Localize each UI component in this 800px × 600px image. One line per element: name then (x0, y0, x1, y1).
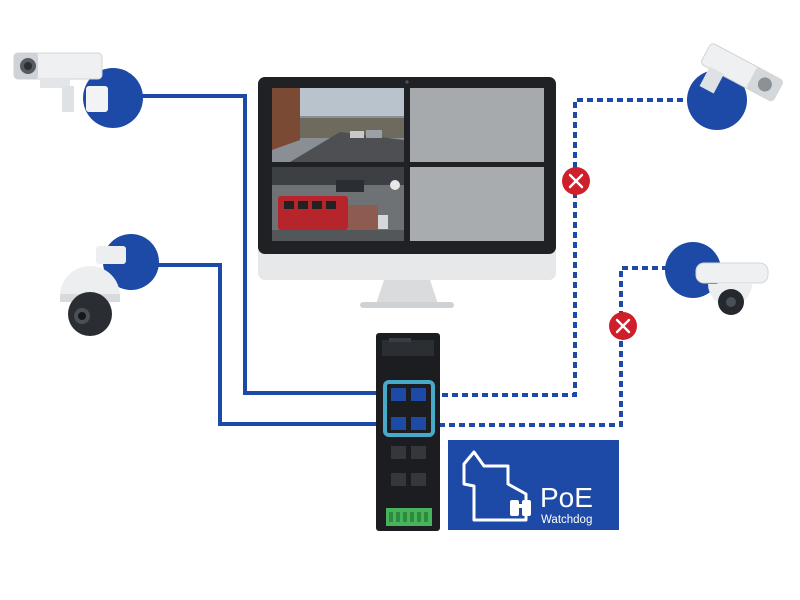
error-marker-1 (562, 167, 590, 195)
bullet-camera-top-left (13, 52, 143, 128)
binoculars-icon (510, 500, 531, 516)
switch-port-5 (391, 446, 406, 459)
switch-port-4 (411, 417, 426, 430)
monitor (258, 77, 556, 308)
camera-feed-offline-2 (410, 167, 544, 241)
error-marker-2 (609, 312, 637, 340)
camera-feed-station (272, 167, 404, 241)
monitored-ports-highlight (383, 380, 435, 437)
switch-port-1 (391, 388, 406, 401)
link-failed-1 (425, 98, 693, 397)
camera-feed-offline-1 (410, 88, 544, 162)
camera-feed-street (272, 88, 404, 162)
link-active-1 (128, 94, 395, 395)
switch-port-3 (391, 417, 406, 430)
link-failed-2 (425, 266, 668, 427)
ptz-dome-camera-left (60, 234, 159, 336)
switch-port-2 (411, 388, 426, 401)
connection-lines (128, 94, 693, 427)
link-active-2 (150, 263, 395, 426)
watchdog-icon (462, 450, 528, 522)
switch-port-6 (411, 446, 426, 459)
poe-watchdog-badge: PoE Watchdog (448, 440, 619, 530)
switch-ports (391, 388, 426, 486)
badge-title: PoE (540, 482, 593, 513)
poe-switch (376, 333, 440, 531)
bullet-camera-top-right (687, 43, 783, 130)
switch-port-8 (411, 473, 426, 486)
badge-subtitle: Watchdog (541, 514, 592, 526)
switch-port-7 (391, 473, 406, 486)
dome-camera-right (665, 242, 769, 315)
